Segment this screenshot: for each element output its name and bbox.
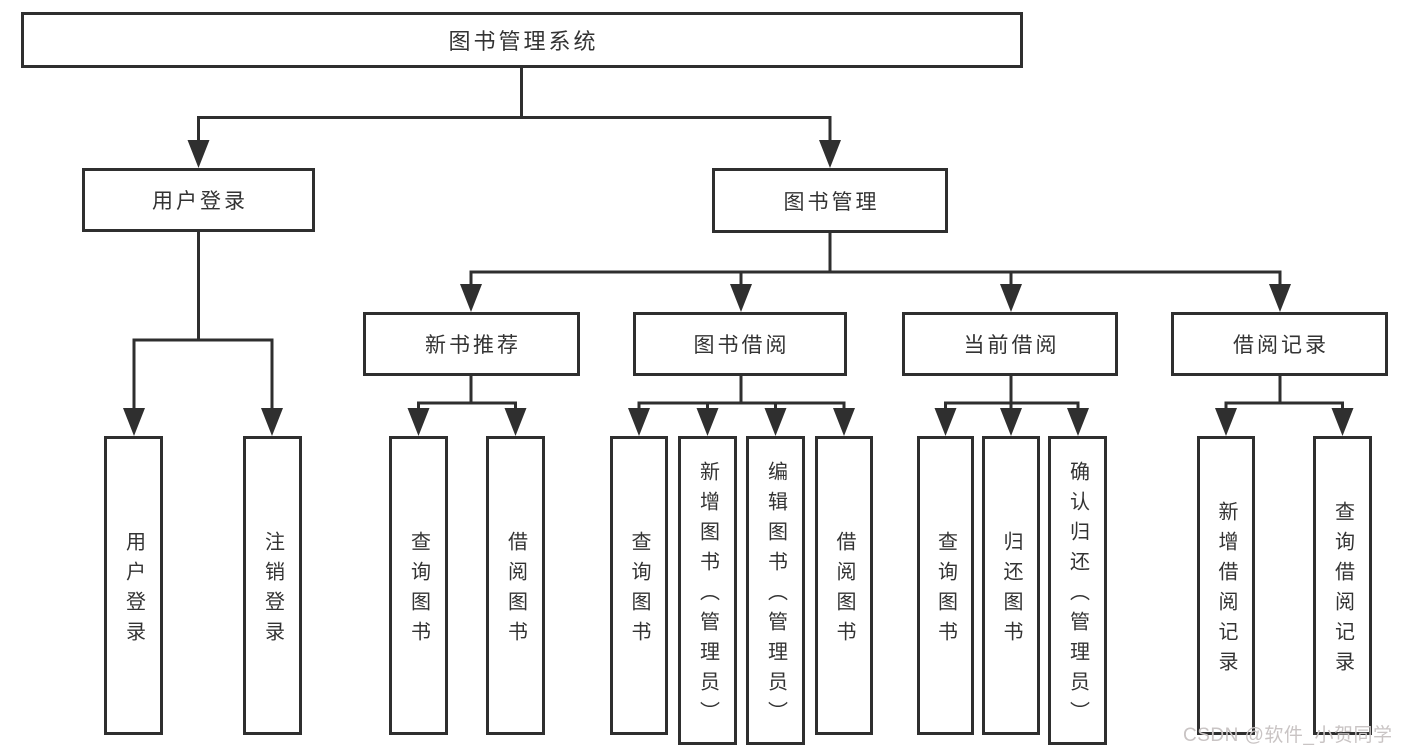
node-borrow-record-label: 借阅记录 xyxy=(1233,334,1329,357)
watermark: CSDN @软件_小贺同学 xyxy=(1183,725,1393,746)
node-new-book-recommend-label: 新书推荐 xyxy=(425,334,521,357)
node-leaf-query-book-borrow: 查询图书 xyxy=(610,436,668,735)
node-book-management: 图书管理 xyxy=(712,168,948,233)
connector-current-borrow-to-leaves xyxy=(944,376,1080,410)
node-new-book-recommend: 新书推荐 xyxy=(363,312,580,376)
node-leaf-confirm-return-admin-label: 确认归还（管理员） xyxy=(1066,460,1089,731)
node-book-borrow-label: 图书借阅 xyxy=(693,334,790,357)
node-current-borrow-label: 当前借阅 xyxy=(963,334,1060,357)
node-leaf-edit-book-admin-label: 编辑图书（管理员） xyxy=(764,460,787,731)
connector-user-login-to-leaves xyxy=(132,232,274,410)
node-leaf-borrow-book-recommend: 借阅图书 xyxy=(486,436,545,735)
node-leaf-query-book-current: 查询图书 xyxy=(917,436,974,735)
node-leaf-return-book-label: 归还图书 xyxy=(1000,530,1022,651)
node-leaf-return-book: 归还图书 xyxy=(982,436,1040,735)
node-leaf-add-book-admin-label: 新增图书（管理员） xyxy=(696,460,719,731)
node-book-borrow: 图书借阅 xyxy=(633,312,847,376)
node-leaf-borrow-book: 借阅图书 xyxy=(815,436,873,735)
node-current-borrow: 当前借阅 xyxy=(902,312,1118,376)
node-leaf-query-book-recommend: 查询图书 xyxy=(389,436,448,735)
node-leaf-user-login-label: 用户登录 xyxy=(122,530,145,651)
arrowheads-level3 xyxy=(460,284,1291,312)
node-leaf-borrow-book-recommend-label: 借阅图书 xyxy=(504,530,527,651)
connector-book-borrow-to-leaves xyxy=(637,376,846,410)
node-leaf-query-borrow-record-label: 查询借阅记录 xyxy=(1331,500,1354,681)
connector-book-management-to-level3 xyxy=(469,233,1282,286)
node-leaf-edit-book-admin: 编辑图书（管理员） xyxy=(746,436,805,745)
connector-root-to-level2 xyxy=(197,68,832,142)
node-leaf-query-book-current-label: 查询图书 xyxy=(934,530,957,651)
node-root: 图书管理系统 xyxy=(21,12,1023,68)
node-book-management-label: 图书管理 xyxy=(783,190,880,214)
node-leaf-add-borrow-record: 新增借阅记录 xyxy=(1197,436,1255,735)
node-borrow-record: 借阅记录 xyxy=(1171,312,1388,376)
connector-new-book-to-leaves xyxy=(417,376,517,410)
node-leaf-query-borrow-record: 查询借阅记录 xyxy=(1313,436,1372,735)
node-leaf-query-book-borrow-label: 查询图书 xyxy=(628,530,650,651)
arrowheads-level2 xyxy=(187,140,841,168)
connector-borrow-record-to-leaves xyxy=(1224,376,1344,410)
node-user-login-label: 用户登录 xyxy=(152,190,248,213)
node-leaf-query-book-recommend-label: 查询图书 xyxy=(407,530,430,651)
node-leaf-logout-label: 注销登录 xyxy=(261,530,284,651)
node-leaf-user-login: 用户登录 xyxy=(104,436,163,735)
node-leaf-borrow-book-label: 借阅图书 xyxy=(833,530,855,651)
node-leaf-confirm-return-admin: 确认归还（管理员） xyxy=(1048,436,1107,745)
node-user-login: 用户登录 xyxy=(82,168,315,232)
node-leaf-add-borrow-record-label: 新增借阅记录 xyxy=(1215,500,1237,681)
node-root-label: 图书管理系统 xyxy=(448,29,599,54)
arrowheads-level4 xyxy=(123,408,1354,436)
node-leaf-add-book-admin: 新增图书（管理员） xyxy=(678,436,737,745)
node-leaf-logout: 注销登录 xyxy=(243,436,302,735)
